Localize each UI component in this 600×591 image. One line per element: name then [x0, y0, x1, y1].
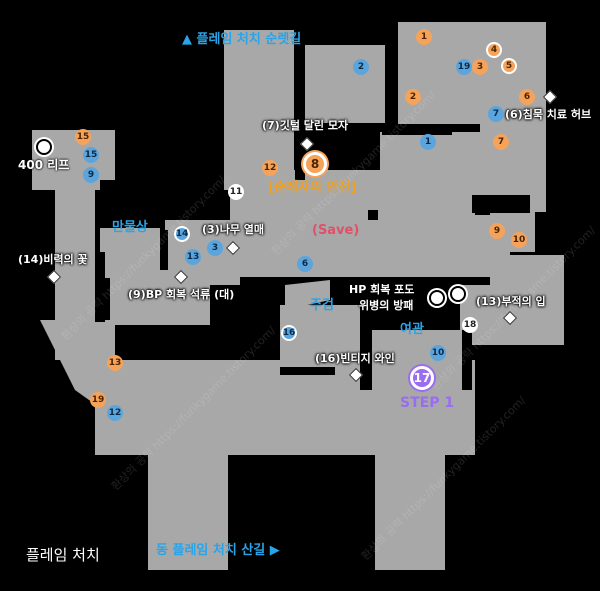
- east-exit-label: 동 플레임 처치 산길 ▶: [156, 543, 280, 558]
- lift-label: 400 리프: [18, 158, 70, 172]
- npc-point-icon: [429, 290, 445, 306]
- save-point-icon: 8: [303, 152, 327, 176]
- orange-marker: 6: [519, 89, 535, 105]
- orange-marker: 1: [416, 29, 432, 45]
- item-9-label: (9)BP 회복 석류 (대): [128, 288, 235, 301]
- orange-marker: 15: [75, 129, 91, 145]
- npc-point-icon: [450, 286, 466, 302]
- blue-marker: 1: [420, 134, 436, 150]
- blue-marker: 16: [281, 325, 297, 341]
- walls: [95, 45, 530, 390]
- step-point-icon: 17: [410, 366, 434, 390]
- blue-marker: 10: [430, 345, 446, 361]
- orange-marker: 19: [90, 392, 106, 408]
- item-3-label: (3)나무 열매: [202, 223, 265, 236]
- item-16-label: (16)빈티지 와인: [315, 352, 395, 365]
- white-marker: 11: [228, 184, 244, 200]
- orange-marker: 4: [486, 42, 502, 58]
- item-14-label: (14)비력의 꽃: [18, 253, 88, 266]
- lift-point-icon: [36, 139, 52, 155]
- orange-marker: 12: [262, 160, 278, 176]
- item-13-label: (13)부적의 입: [476, 295, 546, 308]
- page-title: 플레임 처치: [26, 546, 100, 564]
- blue-marker: 19: [456, 59, 472, 75]
- shield-item-label: 위병의 방패: [359, 299, 414, 312]
- orange-marker: 7: [493, 134, 509, 150]
- orange-marker: 3: [472, 59, 488, 75]
- weapon-shop-label: 주검: [310, 298, 334, 313]
- blue-marker: 13: [185, 249, 201, 265]
- blue-marker: 9: [83, 167, 99, 183]
- save-spot-label: [순례자의 안전]: [268, 180, 357, 195]
- blue-marker: 14: [174, 226, 190, 242]
- white-marker: 18: [462, 317, 478, 333]
- blue-marker: 15: [83, 147, 99, 163]
- orange-marker: 5: [501, 58, 517, 74]
- north-exit-label: ▲ 플레임 처치 순렛길: [182, 32, 302, 47]
- blue-marker: 12: [107, 405, 123, 421]
- orange-marker: 9: [489, 223, 505, 239]
- item-shop-label: 만물상: [112, 220, 148, 235]
- item-7-label: (7)깃털 달린 모자: [262, 119, 349, 132]
- inn-label: 여관: [400, 322, 424, 337]
- orange-marker: 13: [107, 355, 123, 371]
- item-6-label: (6)침묵 치료 허브: [505, 108, 592, 121]
- blue-marker: 7: [488, 106, 504, 122]
- save-label: (Save): [312, 223, 360, 238]
- orange-marker: 10: [511, 232, 527, 248]
- hp-item-label: HP 회복 포도: [349, 283, 415, 296]
- step1-label: STEP 1: [400, 395, 455, 411]
- orange-marker: 2: [405, 89, 421, 105]
- blue-marker: 6: [297, 256, 313, 272]
- blue-marker: 3: [207, 240, 223, 256]
- blue-marker: 2: [353, 59, 369, 75]
- walkable-floor: [32, 22, 564, 570]
